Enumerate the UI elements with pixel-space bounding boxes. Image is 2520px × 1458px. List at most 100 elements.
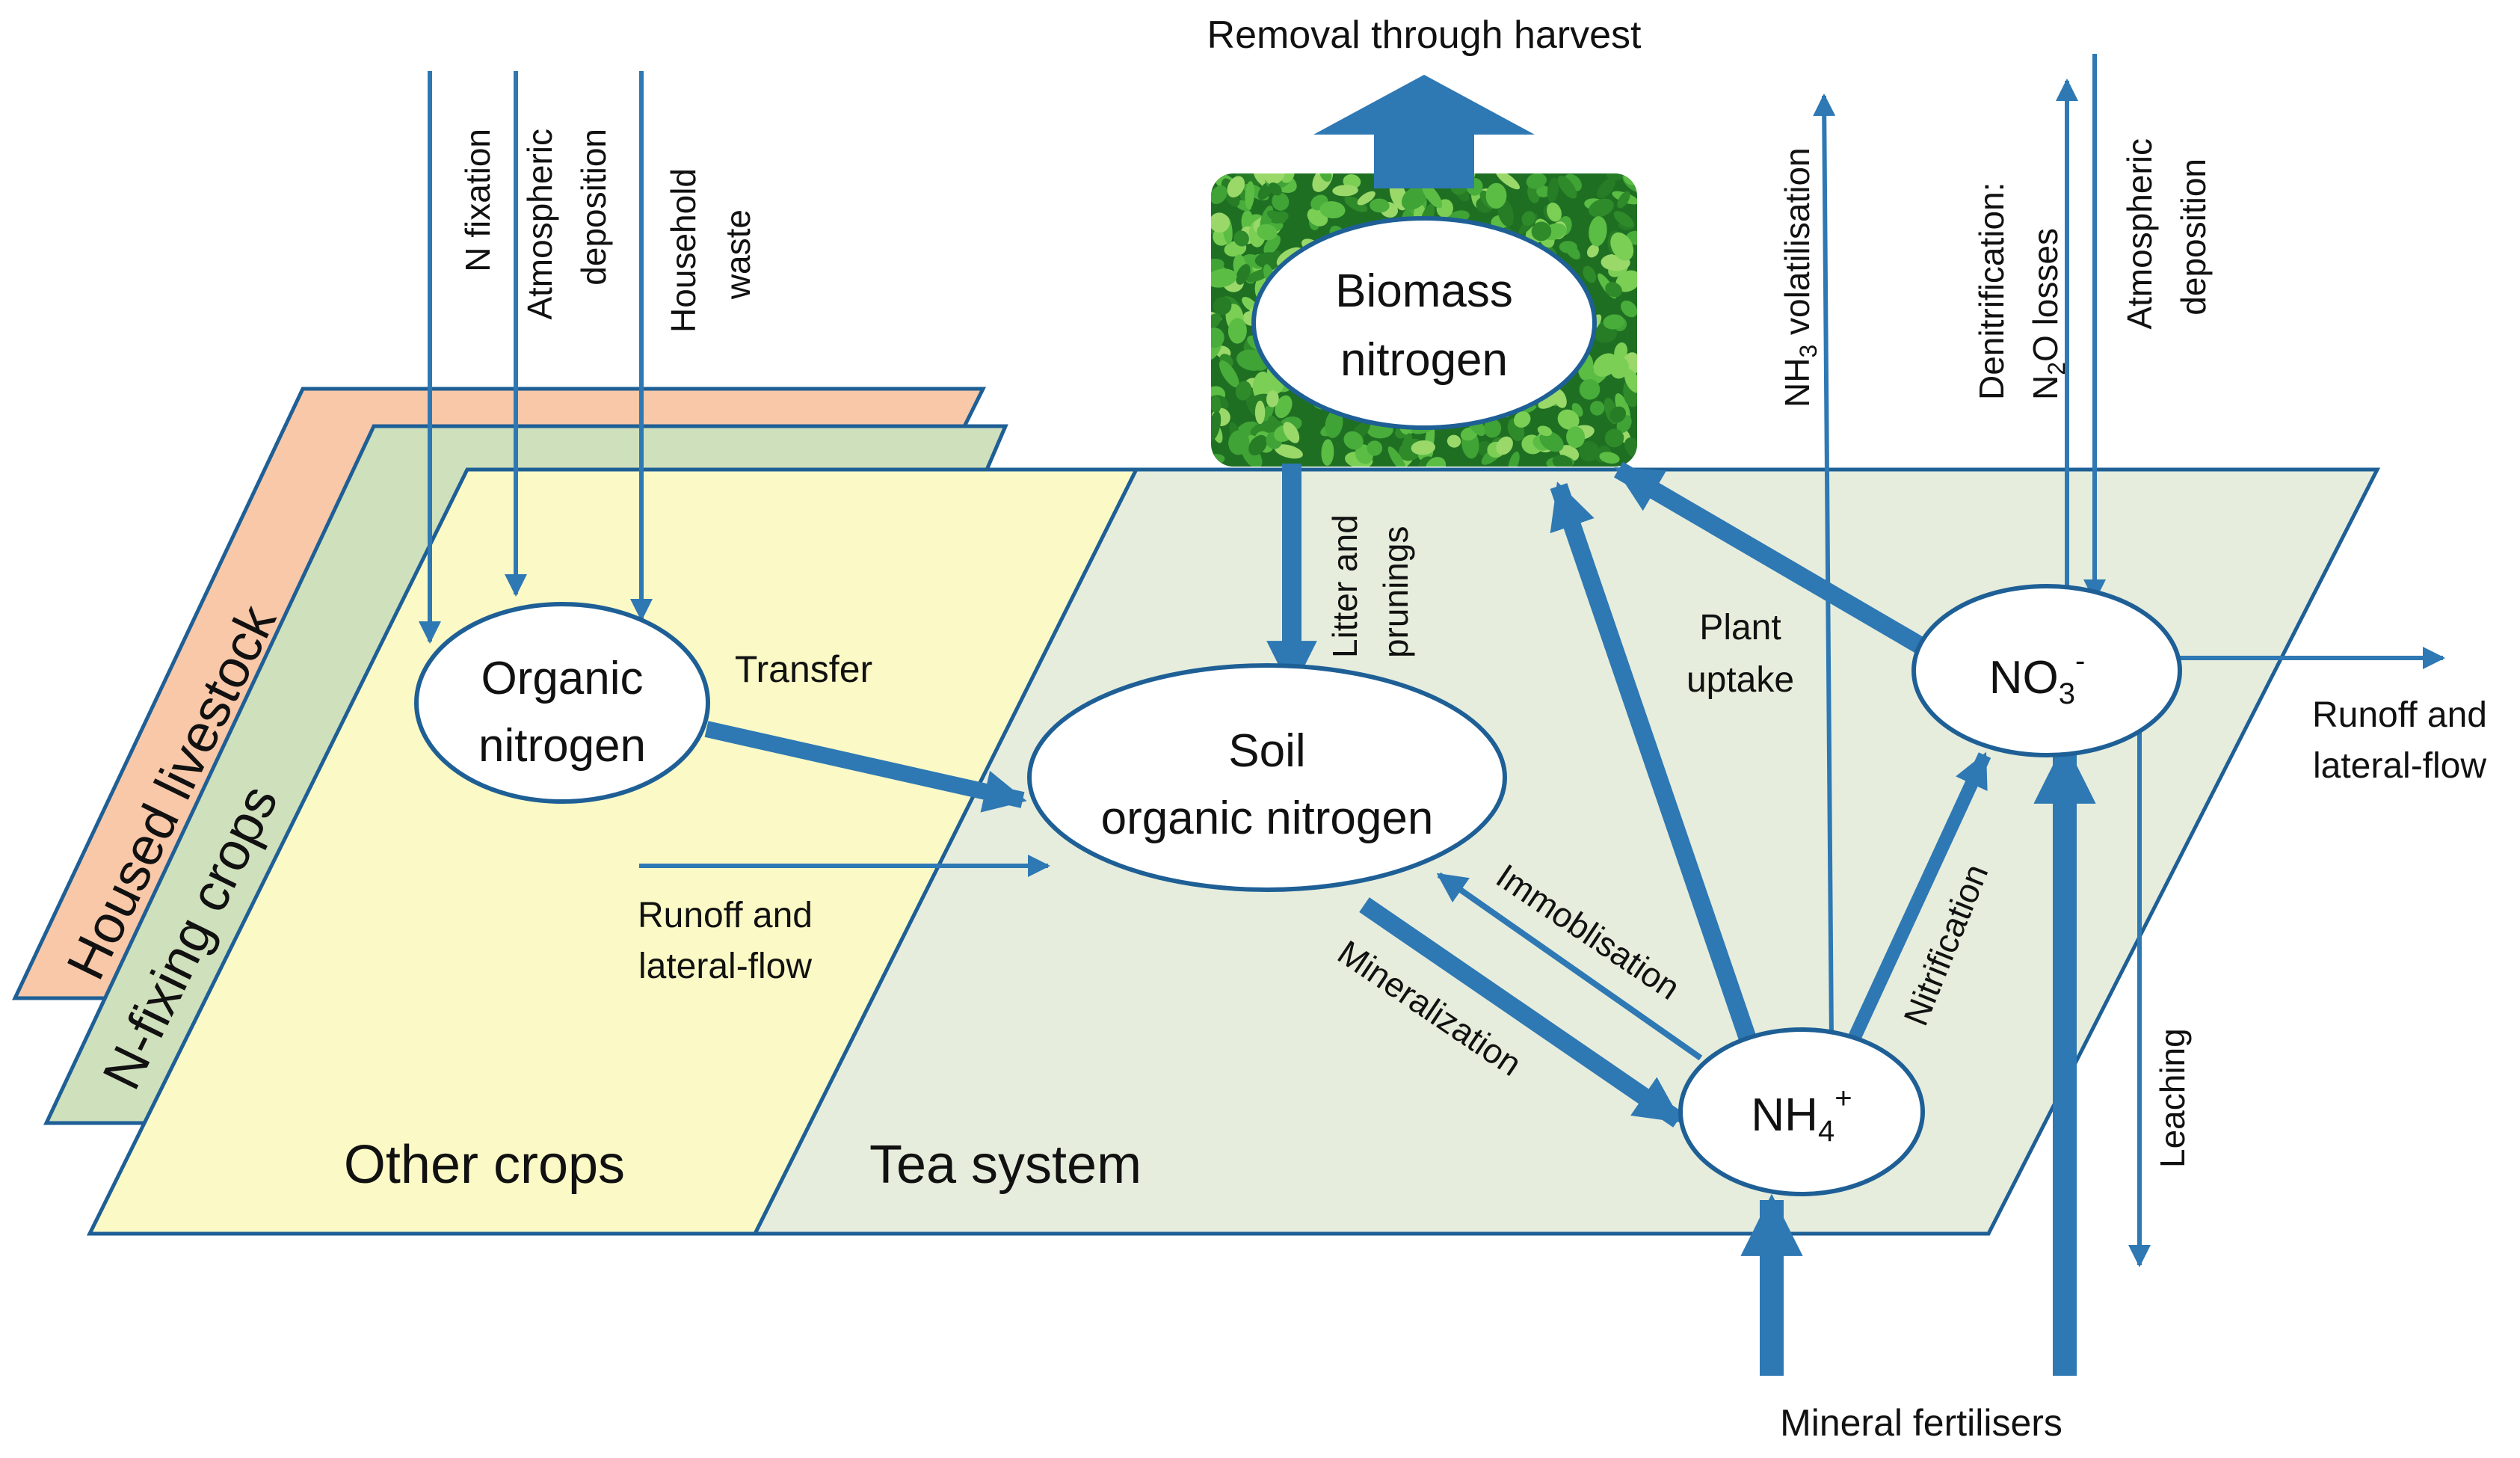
- foliage-leaf: [1236, 264, 1251, 285]
- foliage-leaf: [1609, 357, 1629, 379]
- nitrification-arrow: [1843, 751, 1991, 1050]
- svg-text:N2O losses: N2O losses: [2026, 228, 2070, 400]
- foliage-leaf: [1557, 176, 1577, 199]
- n2o-label-base: N: [2026, 375, 2065, 400]
- mineral-fertilisers-label: Mineral fertilisers: [1780, 1402, 2062, 1444]
- foliage-leaf: [1597, 177, 1615, 199]
- foliage-leaf: [1401, 433, 1413, 458]
- foliage-leaf: [1263, 235, 1281, 255]
- foliage-leaf: [1604, 428, 1624, 448]
- organic-nitrogen-line1: Organic: [481, 653, 643, 704]
- foliage-leaf: [1605, 282, 1623, 298]
- biomass-nitrogen-line2: nitrogen: [1340, 334, 1508, 386]
- litter-prunings-label-1: Litter and: [1325, 514, 1364, 658]
- foliage-leaf: [1547, 202, 1562, 222]
- foliage-leaf: [1235, 381, 1252, 401]
- foliage-leaf: [1624, 369, 1637, 393]
- foliage-leaf: [1245, 181, 1255, 210]
- foliage-leaf: [1626, 230, 1637, 245]
- household-waste-label-2: waste: [718, 209, 757, 300]
- foliage-leaf: [1248, 434, 1268, 456]
- foliage-leaf: [1265, 173, 1285, 185]
- runoff-left-label-1: Runoff and: [638, 896, 813, 935]
- foliage-leaf: [1283, 422, 1300, 443]
- foliage-leaf: [1211, 396, 1222, 413]
- foliage-leaf: [1266, 390, 1279, 407]
- flow-arrows: [419, 54, 2445, 1376]
- removal-through-harvest-label: Removal through harvest: [1207, 13, 1642, 57]
- household-waste-label-1: Household: [664, 168, 703, 333]
- n-fixation-label: N fixation: [458, 129, 497, 272]
- foliage-leaf: [1613, 211, 1634, 228]
- n2o-label-rest: O losses: [2026, 228, 2065, 362]
- ammonium-base: NH: [1751, 1089, 1818, 1141]
- foliage-leaf: [1211, 212, 1230, 233]
- foliage-leaf: [1566, 426, 1586, 448]
- foliage-leaf: [1526, 173, 1547, 189]
- foliage-leaf: [1579, 378, 1601, 400]
- foliage-leaf: [1411, 440, 1435, 455]
- foliage-leaf: [1254, 400, 1266, 425]
- atmospheric-deposition-right-label-1: Atmospheric: [2120, 138, 2159, 330]
- nh3-label-rest: volatilisation: [1778, 147, 1817, 344]
- transfer-label: Transfer: [735, 648, 872, 690]
- foliage-leaf: [1332, 185, 1358, 197]
- soil-organic-nitrogen-line1: Soil: [1228, 725, 1305, 777]
- tea-system-label: Tea system: [869, 1135, 1142, 1195]
- foliage-leaf: [1260, 375, 1284, 395]
- svg-text:NO3-: NO3-: [1989, 645, 2086, 710]
- biomass-nitrogen-node: Biomass nitrogen: [1251, 216, 1597, 430]
- atmospheric-deposition-right-label-2: deposition: [2174, 159, 2213, 316]
- leaching-label: Leaching: [2153, 1028, 2192, 1168]
- foliage-leaf: [1583, 265, 1597, 283]
- foliage-leaf: [1269, 182, 1282, 196]
- biomass-nitrogen-line1: Biomass: [1335, 265, 1513, 317]
- foliage-leaf: [1621, 300, 1637, 318]
- foliage-leaf: [1319, 201, 1346, 219]
- foliage-leaf: [1421, 182, 1443, 209]
- foliage-leaf: [1426, 457, 1447, 467]
- foliage-leaf: [1589, 216, 1607, 247]
- foliage-leaf: [1559, 241, 1577, 253]
- foliage-leaf: [1513, 411, 1531, 428]
- foliage-leaf: [1233, 230, 1249, 247]
- runoff-right-label-1: Runoff and: [2312, 695, 2487, 735]
- nodes: Organic nitrogen Soil organic nitrogen B…: [414, 216, 2182, 1196]
- foliage-leaf: [1254, 252, 1281, 268]
- foliage-leaf: [1257, 224, 1278, 241]
- foliage-leaf: [1213, 297, 1232, 316]
- foliage-leaf: [1599, 452, 1620, 464]
- nitrate-sup: -: [2075, 645, 2085, 677]
- runoff-left-label-2: lateral-flow: [638, 947, 812, 986]
- foliage-leaf: [1211, 327, 1224, 348]
- foliage-leaf: [1280, 173, 1295, 183]
- nitrate-sub: 3: [2059, 677, 2075, 710]
- other-crops-label: Other crops: [344, 1135, 625, 1195]
- plant-uptake-nh4-arrow: [1550, 482, 1758, 1046]
- foliage-leaf: [1447, 434, 1461, 448]
- foliage-leaf: [1343, 431, 1364, 450]
- immobilisation-arrow: [1436, 872, 1703, 1061]
- foliage-leaf: [1536, 185, 1550, 197]
- foliage-leaf: [1483, 419, 1502, 438]
- atmospheric-deposition-left-label-2: deposition: [574, 129, 613, 286]
- foliage-leaf: [1357, 191, 1375, 206]
- n2o-label-sub: 2: [2043, 362, 2070, 375]
- foliage-leaf: [1227, 176, 1245, 198]
- foliage-leaf: [1537, 425, 1553, 437]
- foliage-leaf: [1401, 185, 1429, 210]
- foliage-leaf: [1319, 173, 1332, 182]
- atmospheric-deposition-left-label-1: Atmospheric: [520, 129, 559, 320]
- plant-uptake-label-1: Plant: [1699, 608, 1781, 648]
- foliage-leaf: [1553, 388, 1567, 408]
- foliage-leaf: [1508, 451, 1520, 467]
- foliage-leaf: [1211, 411, 1222, 441]
- ammonium-node: NH4+: [1678, 1027, 1925, 1196]
- ammonium-sup: +: [1834, 1082, 1852, 1115]
- denitrification-label-1: Denitrification:: [1972, 182, 2011, 400]
- organic-nitrogen-node: Organic nitrogen: [414, 602, 710, 804]
- foliage-leaf: [1614, 342, 1628, 362]
- foliage-leaf: [1367, 440, 1383, 456]
